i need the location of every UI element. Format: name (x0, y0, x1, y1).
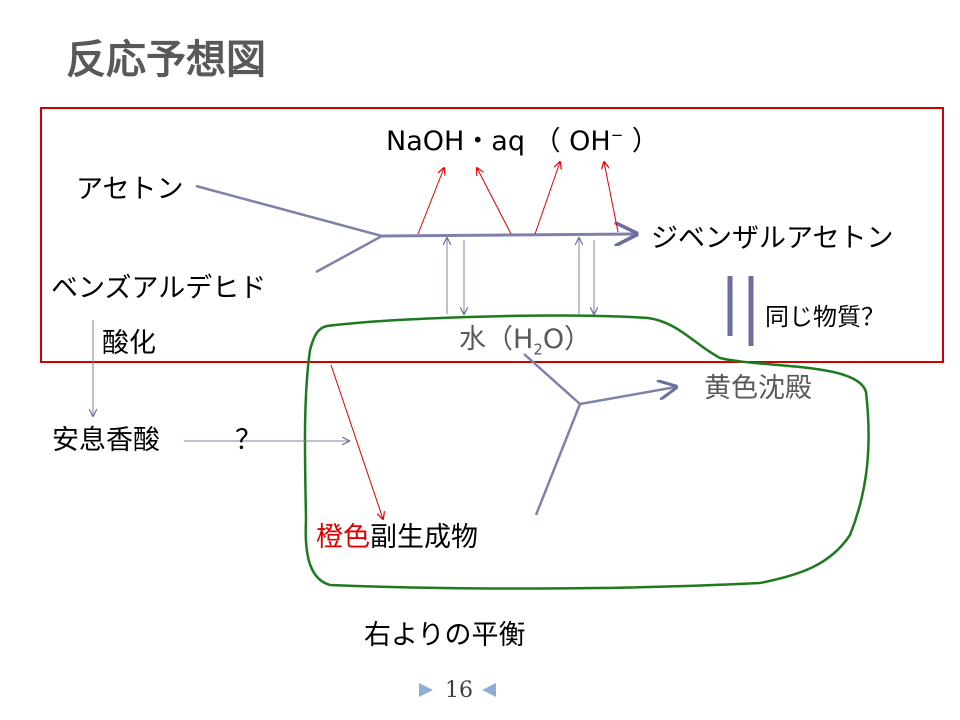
water-prefix: 水（H (459, 324, 534, 355)
oh-arrow-2 (477, 168, 512, 235)
dibenzalacetone-label: ジベンザルアセトン (651, 223, 894, 254)
oh-arrow-3 (534, 162, 560, 235)
naoh-superscript: − (610, 126, 624, 144)
orange-color-text: 橙色 (316, 522, 370, 553)
naoh-close: ） (623, 126, 659, 157)
acetone-label: アセトン (76, 174, 184, 205)
yellow-precipitate-label: 黄色沈殿 (704, 373, 812, 404)
naoh-label: NaOH・aq （ OH− ） (386, 126, 659, 157)
water-label: 水（H2O） (459, 326, 591, 357)
oh-arrow-4 (604, 162, 619, 233)
byproduct-to-precipitate-line (534, 403, 582, 516)
byproduct-text: 副生成物 (370, 522, 478, 553)
next-nav-triangle[interactable] (482, 683, 496, 697)
equilibrium-label: 右よりの平衡 (364, 620, 526, 651)
main-reaction-arrow (381, 234, 636, 236)
acetone-line (195, 184, 383, 238)
water-suffix: O） (542, 324, 592, 355)
benzoic-acid-label: 安息香酸 (52, 425, 160, 456)
page-title: 反応予想図 (66, 36, 266, 83)
question-mark-label: ？ (235, 425, 262, 456)
reaction-box (40, 107, 944, 363)
benzaldehyde-line (315, 234, 383, 274)
oh-arrow-1 (417, 168, 444, 235)
water-subscript: 2 (533, 340, 543, 359)
equilibrium-loop (303, 314, 870, 590)
benzaldehyde-label: ベンズアルデヒド (51, 273, 267, 304)
page-number: 16 (445, 678, 473, 703)
naoh-text: NaOH・aq （ OH (386, 126, 611, 157)
prev-nav-triangle[interactable] (419, 683, 433, 697)
precipitate-arrow (579, 387, 676, 406)
byproduct-label: 橙色副生成物 (316, 524, 478, 551)
water-to-precipitate-line (523, 353, 581, 405)
byproduct-arrow (330, 364, 383, 519)
same-substance-label: 同じ物質？ (765, 303, 885, 331)
oxidation-label: 酸化 (102, 328, 156, 359)
